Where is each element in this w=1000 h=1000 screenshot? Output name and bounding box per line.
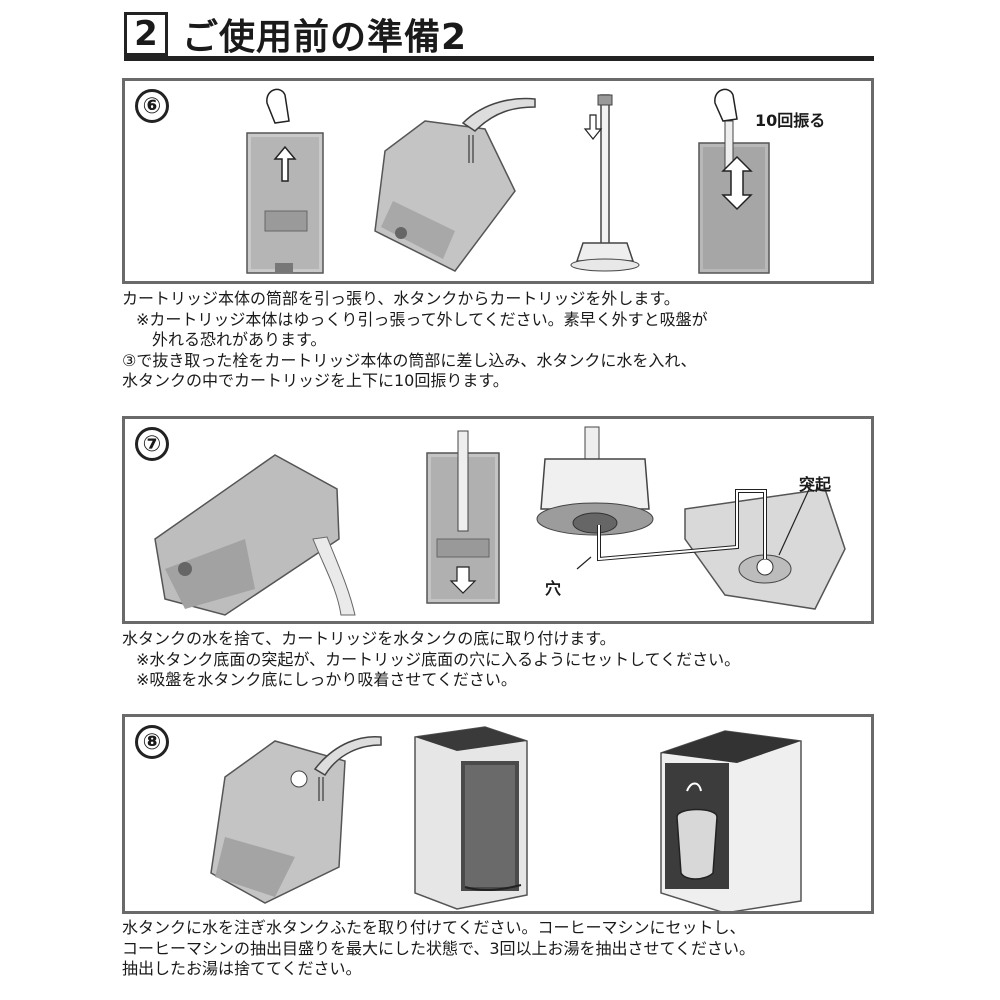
- title-underline: [124, 56, 874, 61]
- step7-illustration: [154, 426, 846, 616]
- coffee-machine-tank-view-illustration: [414, 726, 528, 910]
- tank-cartridge-insert-illustration: [426, 430, 500, 604]
- step7-number: ⑦: [135, 427, 169, 461]
- caution-line: ※カートリッジ本体はゆっくり引っ張って外してください。素早く外すと吸盤が: [136, 309, 708, 329]
- tank-shaking-illustration: [698, 88, 770, 274]
- step8-illustration-panel: ⑧: [122, 714, 874, 914]
- coffee-machine-dispensing-illustration: [660, 730, 802, 911]
- tank-cartridge-removal-illustration: [246, 88, 324, 274]
- instruction-line: 抽出したお湯は捨ててください。: [122, 959, 362, 978]
- faucet-icon: [313, 735, 382, 777]
- instruction-line: 水タンクに水を注ぎ水タンクふたを取り付けてください。コーヒーマシンにセットし、: [122, 918, 746, 937]
- hand-icon: [266, 88, 290, 124]
- updown-arrow-icon: [721, 155, 753, 211]
- step8-number: ⑧: [135, 725, 169, 759]
- step6-number: ⑥: [135, 89, 169, 123]
- step8-instructions: 水タンクに水を注ぎ水タンクふたを取り付けてください。コーヒーマシンにセットし、 …: [122, 918, 892, 980]
- section-number-box: 2: [124, 12, 168, 56]
- step7-instructions: 水タンクの水を捨て、カートリッジを水タンクの底に取り付けます。 ※水タンク底面の…: [122, 629, 892, 691]
- instruction-line: 水タンクの水を捨て、カートリッジを水タンクの底に取り付けます。: [122, 629, 616, 648]
- tank-filling-illustration: [374, 97, 536, 272]
- arrow-down-icon: [449, 566, 477, 594]
- caution-line: 外れる恐れがあります。: [152, 330, 327, 349]
- tank-refill-illustration: [210, 735, 382, 904]
- step6-illustration-panel: ⑥: [122, 78, 874, 284]
- instruction-line: ③で抜き取った栓をカートリッジ本体の筒部に差し込み、水タンクに水を入れ、: [122, 350, 697, 370]
- tank-pouring-illustration: [154, 454, 356, 616]
- instruction-line: コーヒーマシンの抽出目盛りを最大にした状態で、3回以上お湯を抽出させてください。: [122, 938, 756, 958]
- page-header: 2 ご使用前の準備2: [0, 0, 1000, 70]
- page-title: ご使用前の準備2: [182, 17, 468, 58]
- arrow-up-icon: [273, 145, 297, 182]
- cartridge-bottom-closeup-illustration: [536, 426, 846, 610]
- step7-illustration-panel: ⑦ 突起: [122, 416, 874, 624]
- step6-instructions: カートリッジ本体の筒部を引っ張り、水タンクからカートリッジを外します。 ※カート…: [122, 289, 892, 392]
- instruction-line: カートリッジ本体の筒部を引っ張り、水タンクからカートリッジを外します。: [122, 289, 680, 308]
- hole-label: 穴: [545, 579, 562, 598]
- faucet-icon: [461, 97, 536, 132]
- caution-line: ※吸盤を水タンク底にしっかり吸着させてください。: [136, 670, 517, 689]
- arrow-down-icon: [583, 114, 603, 140]
- hand-icon: [714, 88, 738, 122]
- protrusion-label: 突起: [799, 475, 832, 494]
- caution-line: ※水タンク底面の突起が、カートリッジ底面の穴に入るようにセットしてください。: [136, 649, 741, 669]
- step8-illustration: [210, 726, 802, 911]
- cartridge-plug-illustration: [570, 94, 640, 272]
- step6-illustration: [246, 88, 770, 274]
- cup-icon: [676, 808, 718, 880]
- shake-ten-times-label: 10回振る: [755, 111, 826, 130]
- instruction-line: 水タンクの中でカートリッジを上下に10回振ります。: [122, 371, 509, 390]
